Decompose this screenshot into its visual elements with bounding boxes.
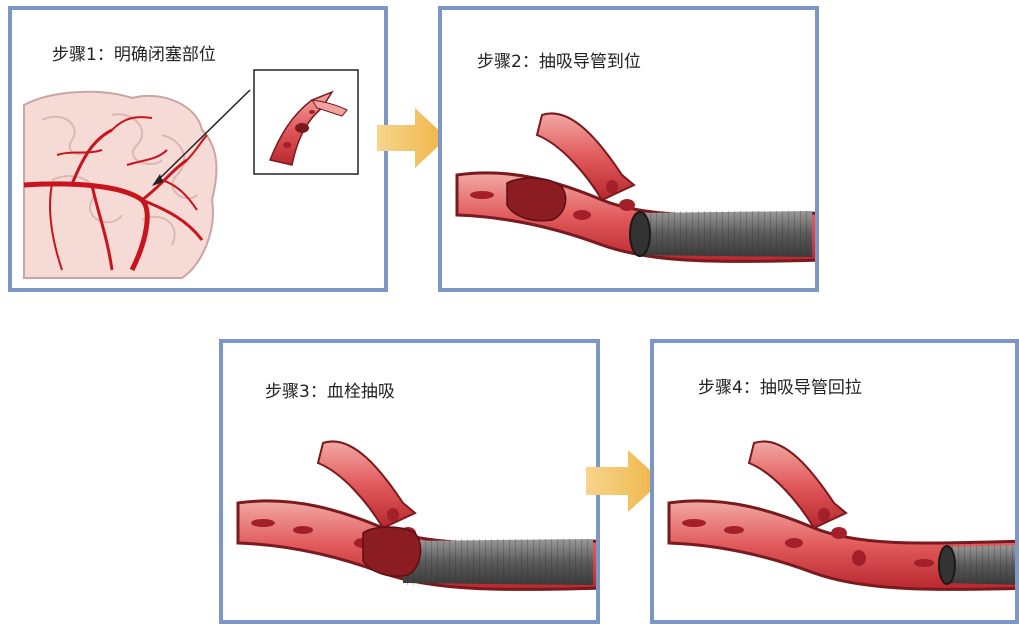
step-4-panel: 步骤4：抽吸导管回拉 bbox=[650, 339, 1019, 624]
vessel-illustration bbox=[223, 343, 596, 620]
step-1-panel: 步骤1：明确闭塞部位 bbox=[8, 6, 388, 292]
vessel-illustration bbox=[442, 10, 815, 288]
brain-illustration bbox=[12, 10, 384, 288]
vessel-illustration bbox=[654, 343, 1015, 620]
step-2-panel: 步骤2：抽吸导管到位 bbox=[438, 6, 819, 292]
step-3-panel: 步骤3：血栓抽吸 bbox=[219, 339, 600, 624]
right-arrow-icon bbox=[377, 108, 447, 168]
